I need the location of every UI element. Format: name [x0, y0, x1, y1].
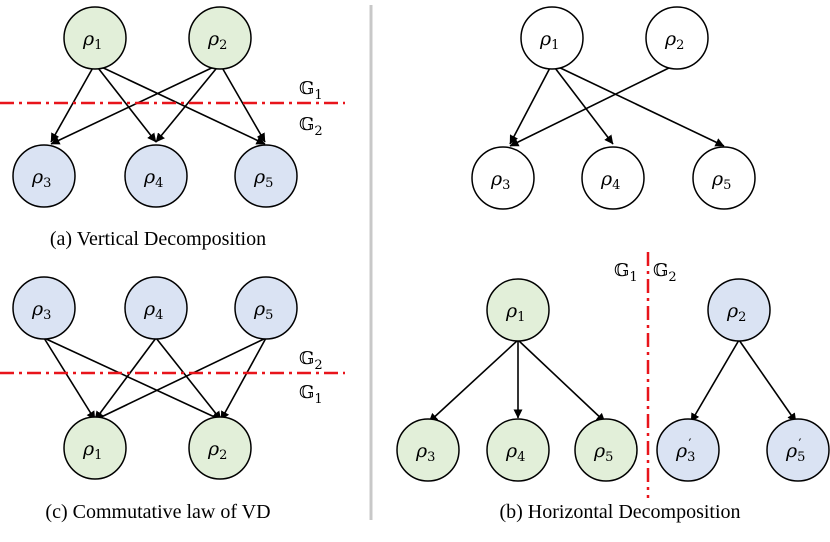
caption-c: (c) Commutative law of VD [45, 501, 270, 523]
node-rho-2: ρ2 [645, 6, 709, 70]
svg-text:ρ3: ρ3 [415, 440, 435, 465]
svg-text:ρ4: ρ4 [143, 166, 163, 191]
svg-text:ρ5: ρ5 [711, 168, 731, 193]
svg-text:ρ2: ρ2 [207, 438, 227, 463]
svg-text:ρ1: ρ1 [505, 300, 525, 325]
svg-text:ρ5′: ρ5′ [785, 437, 805, 465]
panel-b-group-label-left: 𝔾1 [614, 260, 638, 285]
svg-text:ρ2: ρ2 [726, 300, 746, 325]
panel-c-edges [43, 337, 267, 421]
panel-b-top-edges [509, 63, 725, 147]
node-rho-1: ρ1 [63, 416, 127, 480]
svg-text:ρ4: ρ4 [505, 440, 525, 465]
svg-text:ρ5: ρ5 [253, 298, 273, 323]
svg-text:ρ3: ρ3 [490, 168, 510, 193]
svg-text:ρ2: ρ2 [207, 28, 227, 53]
node-rho-5: ρ5 [234, 144, 298, 208]
node-rho-1: ρ1 [486, 278, 550, 342]
svg-text:ρ1: ρ1 [82, 438, 102, 463]
node-rho-5: ρ5 [692, 146, 756, 210]
node-rho-5-prime: ρ5′ [766, 418, 830, 482]
node-rho-3: ρ3 [12, 144, 76, 208]
node-rho-3: ρ3 [396, 418, 460, 482]
panel-b-original-graph: ρ1 ρ2 ρ3 ρ4 ρ5 [471, 6, 756, 210]
caption-b: (b) Horizontal Decomposition [499, 501, 740, 523]
node-rho-2: ρ2 [188, 6, 252, 70]
node-rho-4: ρ4 [124, 276, 188, 340]
svg-text:ρ3′: ρ3′ [675, 437, 695, 465]
panel-b-horizontal-decomposition: 𝔾1 𝔾2 ρ1 ρ3 ρ4 ρ5 ρ2 [396, 252, 830, 523]
node-rho-2: ρ2 [707, 278, 771, 342]
panel-b-bottom-edges [428, 339, 797, 423]
panel-c-group-label-bottom: 𝔾1 [299, 382, 323, 407]
svg-text:ρ1: ρ1 [539, 28, 559, 53]
panel-a-group-label-top: 𝔾1 [299, 78, 323, 103]
svg-text:ρ3: ρ3 [31, 298, 51, 323]
caption-a: (a) Vertical Decomposition [50, 228, 266, 250]
node-rho-3: ρ3 [471, 146, 535, 210]
node-rho-1: ρ1 [63, 6, 127, 70]
svg-text:ρ3: ρ3 [31, 166, 51, 191]
node-rho-4: ρ4 [486, 418, 550, 482]
svg-text:ρ1: ρ1 [82, 28, 102, 53]
panel-a-vertical-decomposition: 𝔾1 𝔾2 ρ1 ρ2 ρ3 ρ4 ρ5 (a) Vertical Decomp… [0, 6, 345, 250]
panel-a-group-label-bottom: 𝔾2 [299, 114, 323, 139]
svg-text:ρ5: ρ5 [593, 440, 613, 465]
svg-text:ρ2: ρ2 [664, 28, 684, 53]
node-rho-1: ρ1 [520, 6, 584, 70]
node-rho-5: ρ5 [574, 418, 638, 482]
node-rho-4: ρ4 [124, 144, 188, 208]
node-rho-3-prime: ρ3′ [656, 418, 720, 482]
panel-b-group-label-right: 𝔾2 [653, 260, 677, 285]
node-rho-3: ρ3 [12, 276, 76, 340]
panel-c-group-label-top: 𝔾2 [299, 348, 323, 373]
svg-text:ρ4: ρ4 [143, 298, 163, 323]
node-rho-2: ρ2 [188, 416, 252, 480]
node-rho-4: ρ4 [581, 146, 645, 210]
svg-text:ρ4: ρ4 [600, 168, 620, 193]
panel-c-commutative-law: 𝔾2 𝔾1 ρ3 ρ4 ρ5 ρ1 ρ2 (c) Commutative law… [0, 276, 345, 523]
svg-text:ρ5: ρ5 [253, 166, 273, 191]
node-rho-5: ρ5 [234, 276, 298, 340]
